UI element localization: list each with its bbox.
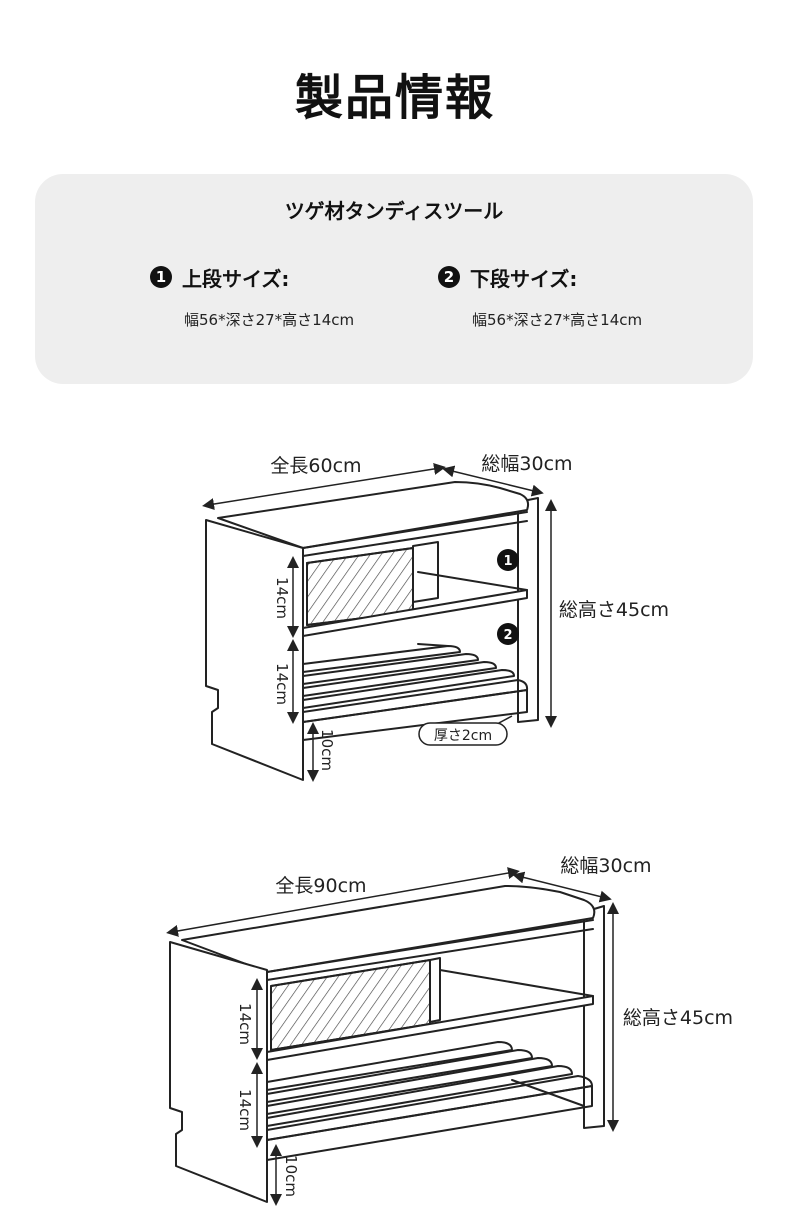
upper-shelf-height-label-large: 14cm <box>236 1003 254 1045</box>
leg-height-label: 10cm <box>318 729 336 771</box>
leg-height-label-large: 10cm <box>282 1155 300 1197</box>
bench-90cm-diagram: 全長90cm 総幅30cm 総高さ45cm 14cm 14cm 10cm <box>166 855 733 1206</box>
lower-spec-value: 幅56*深さ27*高さ14cm <box>472 311 643 329</box>
upper-spec-label: 上段サイズ: <box>182 266 290 291</box>
height-label: 総高さ45cm <box>559 599 669 621</box>
length-label-large: 全長90cm <box>275 875 366 897</box>
right-side-panel <box>517 497 539 723</box>
middle-shelf <box>302 589 528 637</box>
left-side-panel <box>205 519 304 781</box>
page-title: 製品情報 <box>294 70 495 126</box>
length-label: 全長60cm <box>270 455 361 477</box>
number-two-badge: 2 <box>438 266 460 288</box>
slatted-bottom-shelf <box>302 643 529 723</box>
product-name: ツゲ材タンディスツール <box>284 199 504 223</box>
width-label-large: 総幅30cm <box>560 855 651 877</box>
lower-spec-label: 下段サイズ: <box>470 266 578 291</box>
height-label-large: 総高さ45cm <box>623 1007 733 1029</box>
bench-60cm-diagram: 1 2 全長60cm 総幅30cm 総高さ45cm 14cm 14cm 10cm… <box>202 453 669 782</box>
spec-card: ツゲ材タンディスツール 1 上段サイズ: 幅56*深さ27*高さ14cm 2 下… <box>35 174 753 384</box>
width-label: 総幅30cm <box>481 453 572 475</box>
lower-spec: 2 下段サイズ: 幅56*深さ27*高さ14cm <box>438 260 738 332</box>
number-one-badge: 1 <box>150 266 172 288</box>
lower-shelf-height-label: 14cm <box>273 663 291 705</box>
thickness-label: 厚さ2cm <box>434 728 492 744</box>
badge-lower-diagram: 2 <box>503 628 512 643</box>
upper-shelf-height-label: 14cm <box>273 577 291 619</box>
badge-upper-diagram: 1 <box>503 554 512 569</box>
upper-spec-value: 幅56*深さ27*高さ14cm <box>184 311 355 329</box>
lower-shelf-height-label-large: 14cm <box>236 1089 254 1131</box>
upper-spec: 1 上段サイズ: 幅56*深さ27*高さ14cm <box>150 260 450 332</box>
